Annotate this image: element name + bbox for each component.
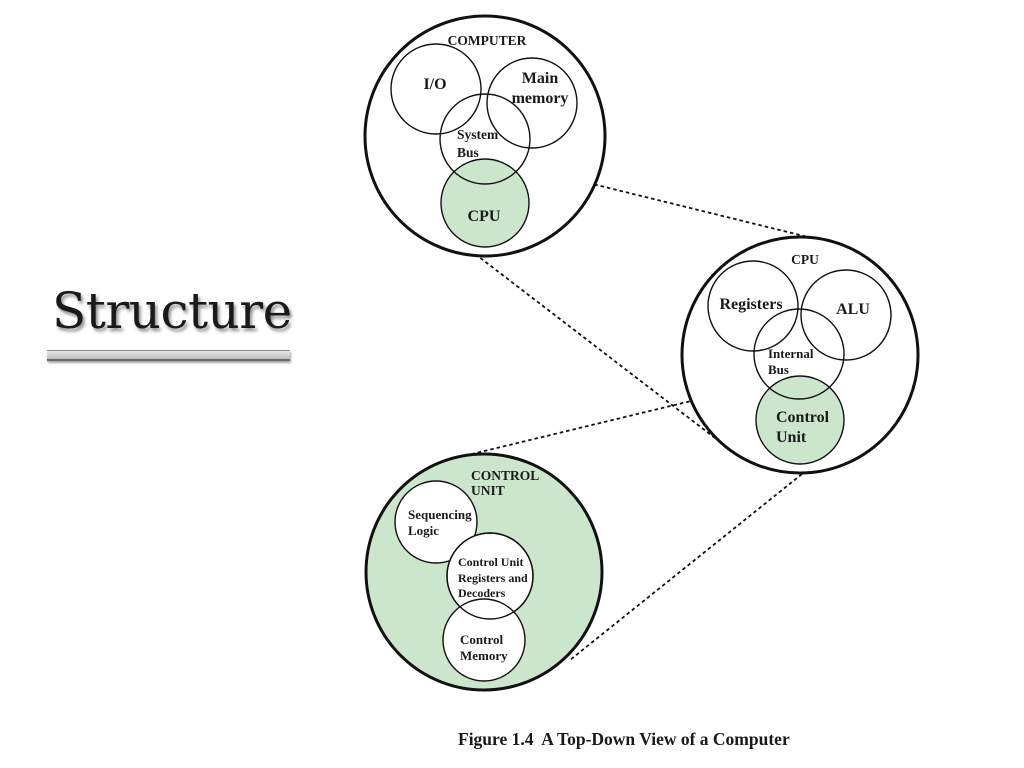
system-bus-label-line2: Bus bbox=[457, 145, 479, 160]
control-memory-label-line1: Control bbox=[460, 632, 503, 647]
cu-registers-decoders-label-line2: Registers and bbox=[458, 571, 528, 585]
figure-caption: Figure 1.4 A Top-Down View of a Computer bbox=[458, 729, 790, 749]
connector-cpu-bottom bbox=[469, 249, 716, 439]
io-label: I/O bbox=[423, 76, 446, 93]
cpu-group: CPU Registers ALU Internal Bus Control U… bbox=[680, 235, 920, 475]
main-memory-label-line2: memory bbox=[512, 90, 569, 107]
main-memory-circle bbox=[486, 57, 578, 149]
registers-label: Registers bbox=[719, 296, 782, 313]
cu-registers-decoders-label-line1: Control Unit bbox=[458, 555, 523, 569]
control-memory-circle bbox=[442, 598, 526, 682]
computer-label: COMPUTER bbox=[448, 33, 527, 48]
io-circle bbox=[390, 43, 482, 135]
connector-cu-bottom bbox=[569, 469, 808, 661]
cpu-group-label: CPU bbox=[791, 252, 819, 267]
alu-label: ALU bbox=[836, 301, 870, 318]
control-memory-label-line2: Memory bbox=[460, 648, 508, 663]
alu-circle bbox=[800, 269, 892, 361]
registers-circle bbox=[707, 260, 799, 352]
cpu-outer-circle bbox=[680, 235, 920, 475]
sequencing-logic-circle bbox=[394, 480, 478, 564]
internal-bus-circle bbox=[753, 308, 845, 400]
computer-group: COMPUTER I/O Main memory System Bus CPU bbox=[363, 14, 607, 258]
main-memory-label-line1: Main bbox=[522, 70, 559, 87]
computer-circle bbox=[363, 14, 607, 258]
control-unit-label-line2: Unit bbox=[776, 429, 807, 446]
control-unit-group: CONTROL UNIT Sequencing Logic Control Un… bbox=[364, 452, 604, 692]
control-unit-label-line1: Control bbox=[776, 409, 830, 426]
cu-registers-decoders-label-line3: Decoders bbox=[458, 586, 506, 600]
cpu-label: CPU bbox=[468, 208, 501, 225]
system-bus-label-line1: System bbox=[457, 127, 499, 142]
sequencing-logic-label-line1: Sequencing bbox=[408, 507, 472, 522]
control-unit-group-label-line2: UNIT bbox=[471, 483, 505, 498]
cpu-circle bbox=[440, 158, 530, 248]
slide-title: Structure bbox=[52, 282, 292, 340]
title-underline bbox=[47, 350, 290, 361]
system-bus-circle bbox=[439, 93, 531, 185]
cu-registers-decoders-outline bbox=[446, 532, 534, 620]
internal-bus-label-line1: Internal bbox=[768, 346, 814, 361]
internal-bus-label-line2: Bus bbox=[768, 362, 789, 377]
sequencing-logic-label-line2: Logic bbox=[408, 523, 439, 538]
control-unit-group-label-line1: CONTROL bbox=[471, 468, 539, 483]
control-unit-circle bbox=[755, 375, 845, 465]
